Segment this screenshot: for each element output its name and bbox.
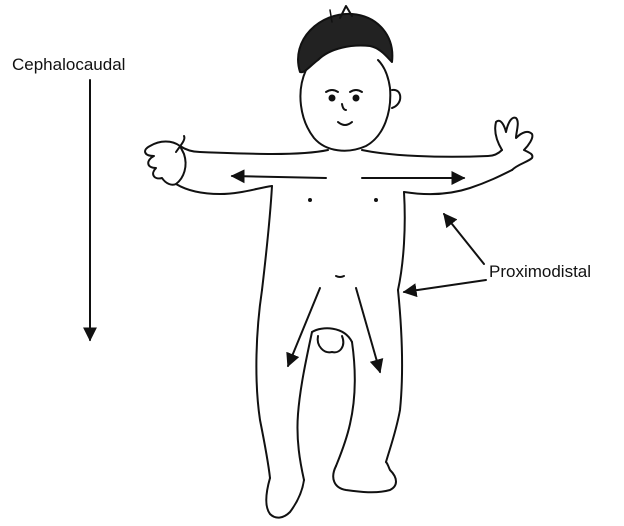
proximodistal-leader-lower	[404, 280, 486, 292]
proximodistal-arrow-left-leg	[288, 288, 320, 366]
proximodistal-label: Proximodistal	[489, 262, 591, 282]
hair	[298, 6, 392, 72]
ear	[392, 90, 400, 108]
cephalocaudal-label: Cephalocaudal	[12, 55, 125, 75]
proximodistal-leader-upper	[444, 214, 484, 264]
torso	[262, 186, 405, 290]
left-foot	[266, 478, 304, 518]
proximodistal-arrow-right-leg	[356, 288, 380, 372]
proximodistal-arrow-left-arm	[232, 176, 326, 178]
navel	[336, 276, 344, 277]
left-arm	[176, 146, 328, 194]
right-leg	[336, 290, 402, 466]
nipples	[308, 198, 378, 202]
face	[326, 90, 362, 125]
head	[300, 60, 390, 151]
right-arm	[362, 150, 512, 194]
right-hand	[495, 118, 532, 170]
left-leg	[256, 290, 312, 480]
genitals	[318, 336, 344, 352]
right-foot	[333, 462, 396, 492]
left-hand	[145, 136, 186, 185]
